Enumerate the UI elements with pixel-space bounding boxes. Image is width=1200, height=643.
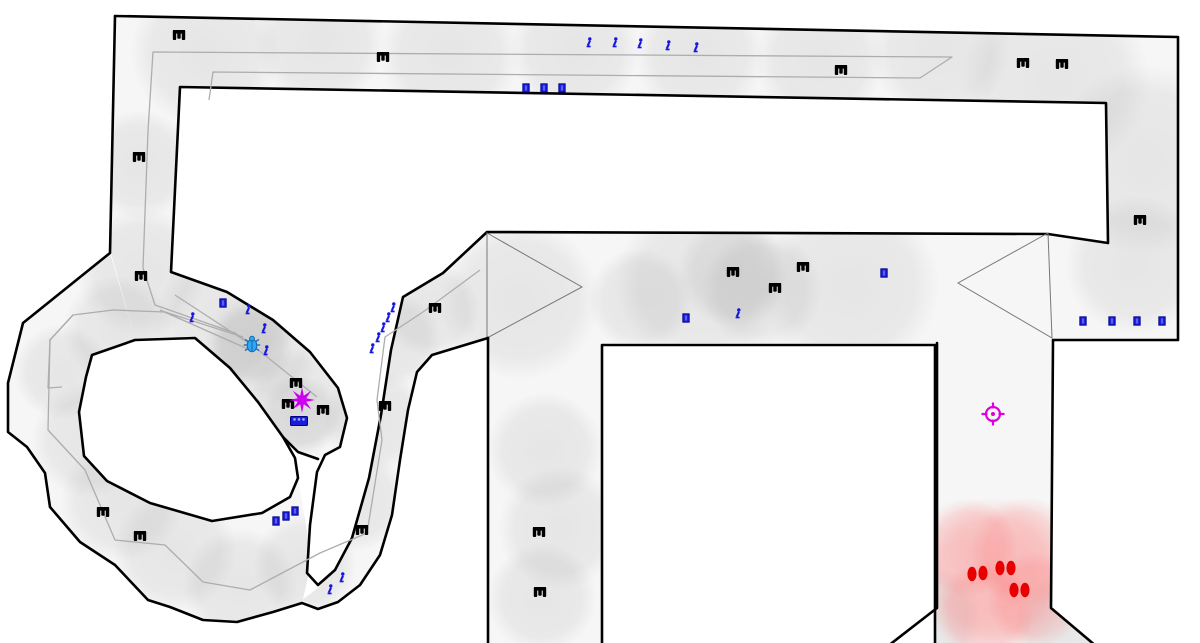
movement-trail bbox=[47, 314, 74, 389]
explosion-star-icon[interactable] bbox=[289, 387, 315, 413]
supply-crate-icon[interactable] bbox=[1158, 316, 1166, 326]
tank-icon[interactable] bbox=[96, 507, 110, 517]
checkpoint-triangle bbox=[956, 232, 1053, 339]
tank-icon[interactable] bbox=[834, 65, 848, 75]
movement-trail bbox=[147, 51, 953, 132]
soldier-icon[interactable] bbox=[245, 304, 251, 315]
tank-icon[interactable] bbox=[796, 262, 810, 272]
wall-layer bbox=[6, 14, 1180, 643]
track-wall bbox=[889, 341, 939, 643]
tank-icon[interactable] bbox=[376, 52, 390, 62]
movement-trail bbox=[159, 309, 249, 350]
soldier-icon[interactable] bbox=[327, 584, 333, 595]
tank-icon[interactable] bbox=[132, 152, 146, 162]
enemy-marker-icon[interactable] bbox=[1020, 582, 1030, 598]
soldier-icon[interactable] bbox=[369, 343, 375, 354]
tank-icon[interactable] bbox=[134, 271, 148, 281]
soldier-icon[interactable] bbox=[375, 332, 381, 343]
tank-icon[interactable] bbox=[532, 527, 546, 537]
supply-crate-icon[interactable] bbox=[1108, 316, 1116, 326]
track-wall bbox=[281, 435, 320, 461]
supply-crate-icon[interactable] bbox=[272, 516, 280, 526]
soldier-icon[interactable] bbox=[189, 312, 195, 323]
tank-icon[interactable] bbox=[133, 531, 147, 541]
soldier-icon[interactable] bbox=[637, 38, 643, 49]
supply-brick-icon[interactable] bbox=[290, 416, 308, 426]
tank-icon[interactable] bbox=[355, 525, 369, 535]
supply-crate-icon[interactable] bbox=[558, 83, 566, 93]
movement-trail bbox=[142, 130, 253, 346]
supply-crate-icon[interactable] bbox=[219, 298, 227, 308]
target-crosshair-icon[interactable] bbox=[981, 402, 1005, 426]
tank-icon[interactable] bbox=[768, 283, 782, 293]
soldier-icon[interactable] bbox=[390, 302, 396, 313]
supply-crate-icon[interactable] bbox=[291, 506, 299, 516]
tank-icon[interactable] bbox=[289, 378, 303, 388]
track-wall bbox=[6, 14, 490, 624]
enemy-marker-icon[interactable] bbox=[1009, 582, 1019, 598]
soldier-icon[interactable] bbox=[612, 37, 618, 48]
soldier-icon[interactable] bbox=[665, 40, 671, 51]
soldier-icon[interactable] bbox=[339, 572, 345, 583]
supply-crate-icon[interactable] bbox=[1133, 316, 1141, 326]
tank-icon[interactable] bbox=[1055, 59, 1069, 69]
checkpoint-triangle bbox=[486, 232, 584, 339]
enemy-marker-icon[interactable] bbox=[995, 560, 1005, 576]
tank-icon[interactable] bbox=[281, 399, 295, 409]
soldier-icon[interactable] bbox=[385, 312, 391, 323]
tank-icon[interactable] bbox=[726, 267, 740, 277]
tank-icon[interactable] bbox=[378, 401, 392, 411]
bug-bot-icon[interactable] bbox=[243, 335, 261, 353]
supply-crate-icon[interactable] bbox=[880, 268, 888, 278]
supply-crate-icon[interactable] bbox=[282, 511, 290, 521]
soldier-icon[interactable] bbox=[693, 42, 699, 53]
supply-crate-icon[interactable] bbox=[682, 313, 690, 323]
supply-crate-icon[interactable] bbox=[540, 83, 548, 93]
soldier-icon[interactable] bbox=[586, 37, 592, 48]
supply-crate-icon[interactable] bbox=[1079, 316, 1087, 326]
movement-trail bbox=[47, 269, 481, 591]
movement-trail bbox=[251, 344, 318, 398]
tank-icon[interactable] bbox=[172, 30, 186, 40]
supply-crate-icon[interactable] bbox=[522, 83, 530, 93]
unit-layer bbox=[96, 30, 1166, 598]
enemy-marker-icon[interactable] bbox=[967, 566, 977, 582]
trail-layer bbox=[47, 51, 953, 591]
tank-icon[interactable] bbox=[533, 587, 547, 597]
soldier-icon[interactable] bbox=[261, 323, 267, 334]
checkpoint-marker-layer bbox=[486, 232, 1053, 339]
soldier-icon[interactable] bbox=[263, 345, 269, 356]
tank-icon[interactable] bbox=[316, 405, 330, 415]
tank-icon[interactable] bbox=[1016, 58, 1030, 68]
track-wall bbox=[113, 14, 1180, 643]
enemy-marker-icon[interactable] bbox=[1006, 560, 1016, 576]
holes-layer bbox=[77, 85, 1110, 643]
soldier-icon[interactable] bbox=[380, 322, 386, 333]
tank-icon[interactable] bbox=[428, 303, 442, 313]
tank-icon[interactable] bbox=[1133, 215, 1147, 225]
soldier-icon[interactable] bbox=[735, 308, 741, 319]
enemy-marker-icon[interactable] bbox=[978, 565, 988, 581]
